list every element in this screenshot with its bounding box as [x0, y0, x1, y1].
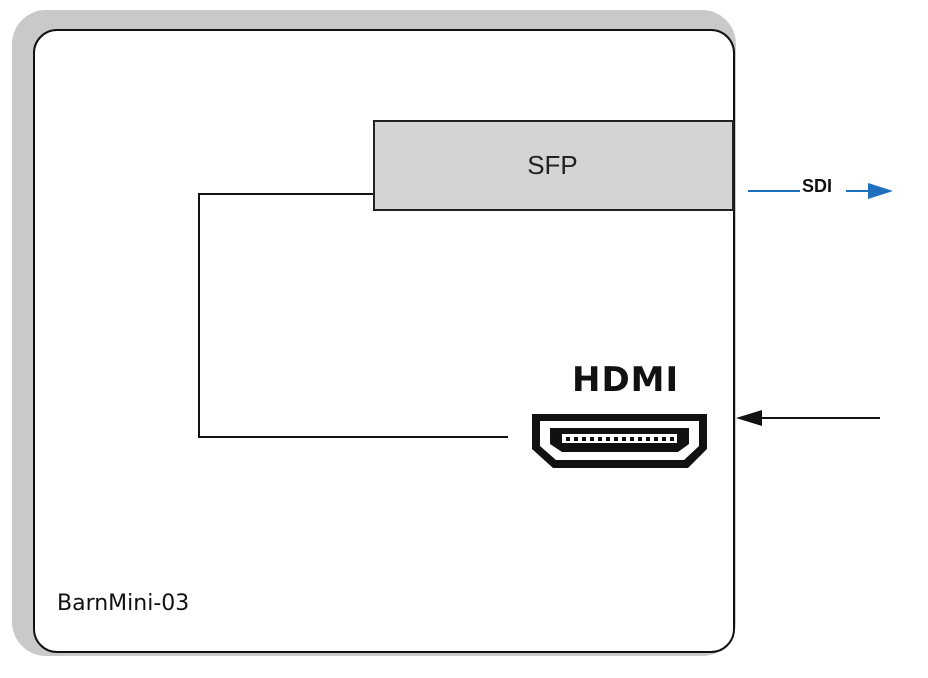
hdmi-input-arrow: [736, 410, 880, 426]
sdi-label: SDI: [802, 176, 833, 196]
sfp-module: SFP: [373, 120, 734, 211]
internal-connection-line: [198, 193, 508, 438]
device-name-label: BarnMini-03: [57, 591, 190, 616]
hdmi-label: HDMI: [572, 360, 680, 400]
hdmi-connector-icon: [532, 414, 707, 468]
sfp-label: SFP: [527, 150, 578, 180]
sdi-output-arrow: [748, 183, 893, 199]
